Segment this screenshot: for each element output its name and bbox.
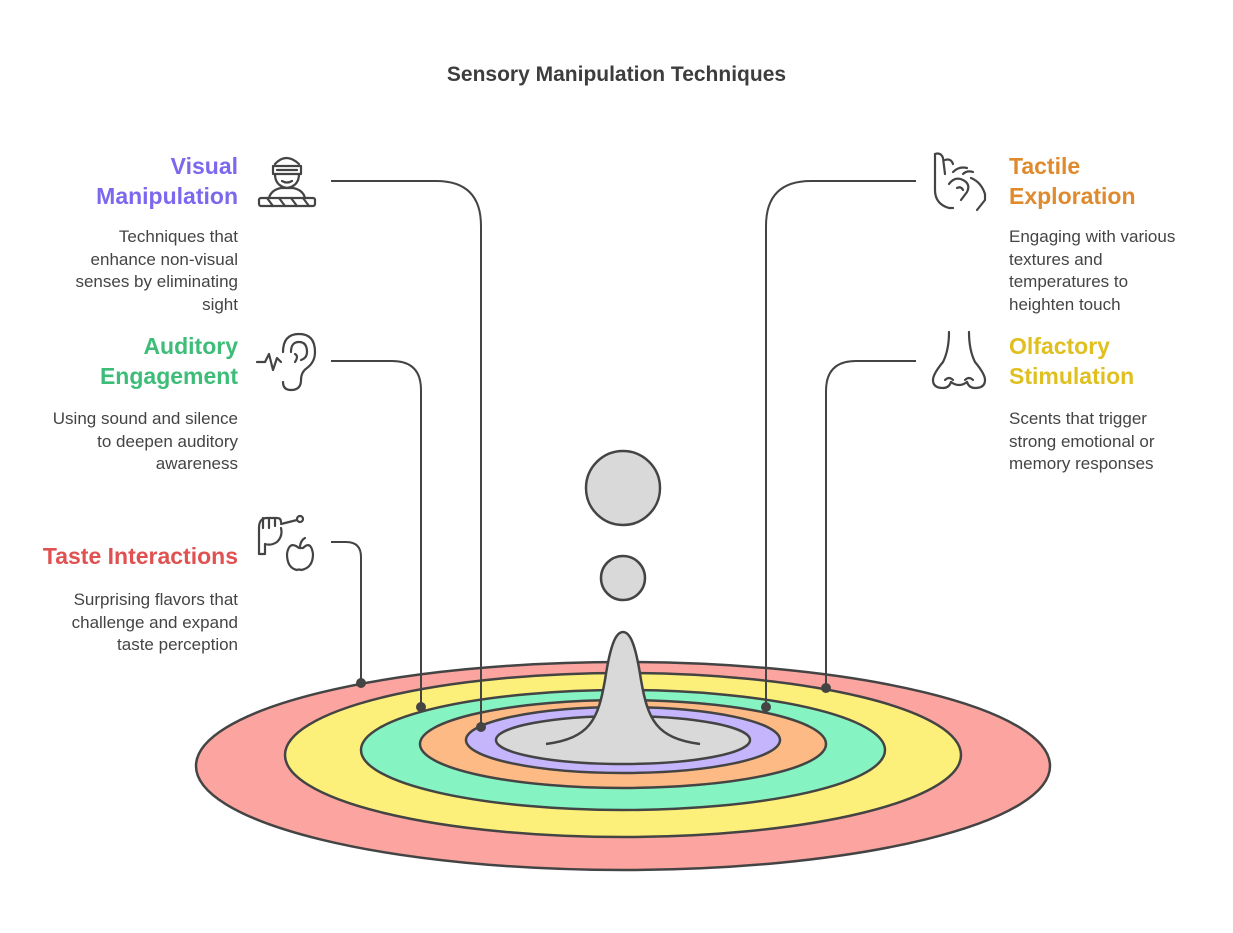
auditory-heading-line-2: Engagement — [99, 363, 238, 389]
taste-description-line-1: Surprising flavors that — [73, 590, 238, 609]
auditory-description-line-2: to deepen auditory — [97, 431, 238, 451]
auditory-description: Using sound and silence to deepen audito… — [53, 408, 238, 476]
connector-taste — [331, 541, 362, 683]
connector-olfactory — [825, 360, 916, 688]
auditory-heading-line-1: Auditory — [143, 333, 238, 359]
taste-heading-line-1: Taste Interactions — [42, 543, 238, 569]
taste-description-line-3: taste perception — [117, 635, 238, 654]
connector-tactile-dot — [761, 702, 771, 712]
connector-visual-dot — [476, 722, 486, 732]
tactile-description-line-2: textures and — [1009, 249, 1103, 269]
droplet-small — [599, 554, 647, 602]
visual-description-line-3: senses by eliminating — [75, 272, 238, 291]
olfactory-description: Scents that trigger strong emotional or … — [1009, 408, 1155, 476]
visual-description-line-2: enhance non-visual — [90, 249, 238, 269]
connector-visual — [331, 180, 482, 727]
olfactory-heading: Olfactory Stimulation — [1009, 331, 1134, 391]
tactile-heading-line-1: Tactile — [1009, 153, 1081, 179]
taste-apple-icon — [257, 514, 315, 572]
tactile-description-line-1: Engaging with various — [1009, 227, 1176, 246]
olfactory-description-line-1: Scents that trigger — [1009, 409, 1147, 428]
visual-description-line-4: sight — [202, 294, 238, 314]
auditory-description-line-3: awareness — [155, 454, 238, 473]
tactile-heading-line-2: Exploration — [1009, 183, 1136, 209]
nose-icon — [931, 330, 987, 390]
splash-peak — [545, 630, 701, 746]
auditory-description-line-1: Using sound and silence — [52, 409, 238, 428]
connector-taste-dot — [356, 678, 366, 688]
visual-heading-line-1: Visual — [170, 153, 238, 179]
touch-hand-icon — [933, 152, 987, 212]
ear-icon — [255, 332, 317, 392]
taste-description: Surprising flavors that challenge and ex… — [72, 589, 238, 657]
connector-auditory — [331, 360, 422, 707]
tactile-description-line-3: temperatures to — [1009, 272, 1129, 291]
olfactory-description-line-3: memory responses — [1009, 454, 1154, 473]
visual-heading-line-2: Manipulation — [96, 183, 238, 209]
olfactory-heading-line-2: Stimulation — [1009, 363, 1135, 389]
olfactory-description-line-2: strong emotional or — [1009, 431, 1155, 451]
droplet-large — [584, 449, 662, 527]
tactile-description-line-4: heighten touch — [1009, 294, 1121, 314]
connector-tactile — [765, 180, 916, 707]
tactile-heading: Tactile Exploration — [1009, 151, 1136, 211]
visual-heading: Visual Manipulation — [96, 151, 238, 211]
olfactory-heading-line-1: Olfactory — [1009, 333, 1110, 359]
connector-olfactory-dot — [821, 683, 831, 693]
connector-auditory-dot — [416, 702, 426, 712]
tactile-description: Engaging with various textures and tempe… — [1009, 226, 1175, 316]
diagram-title: Sensory Manipulation Techniques — [446, 63, 787, 86]
auditory-heading: Auditory Engagement — [100, 331, 238, 391]
visual-description-line-1: Techniques that — [118, 227, 238, 246]
taste-description-line-2: challenge and expand — [71, 612, 238, 632]
taste-heading: Taste Interactions — [43, 541, 238, 571]
blindfolded-person-icon — [257, 156, 317, 208]
visual-description: Techniques that enhance non-visual sense… — [75, 226, 238, 316]
